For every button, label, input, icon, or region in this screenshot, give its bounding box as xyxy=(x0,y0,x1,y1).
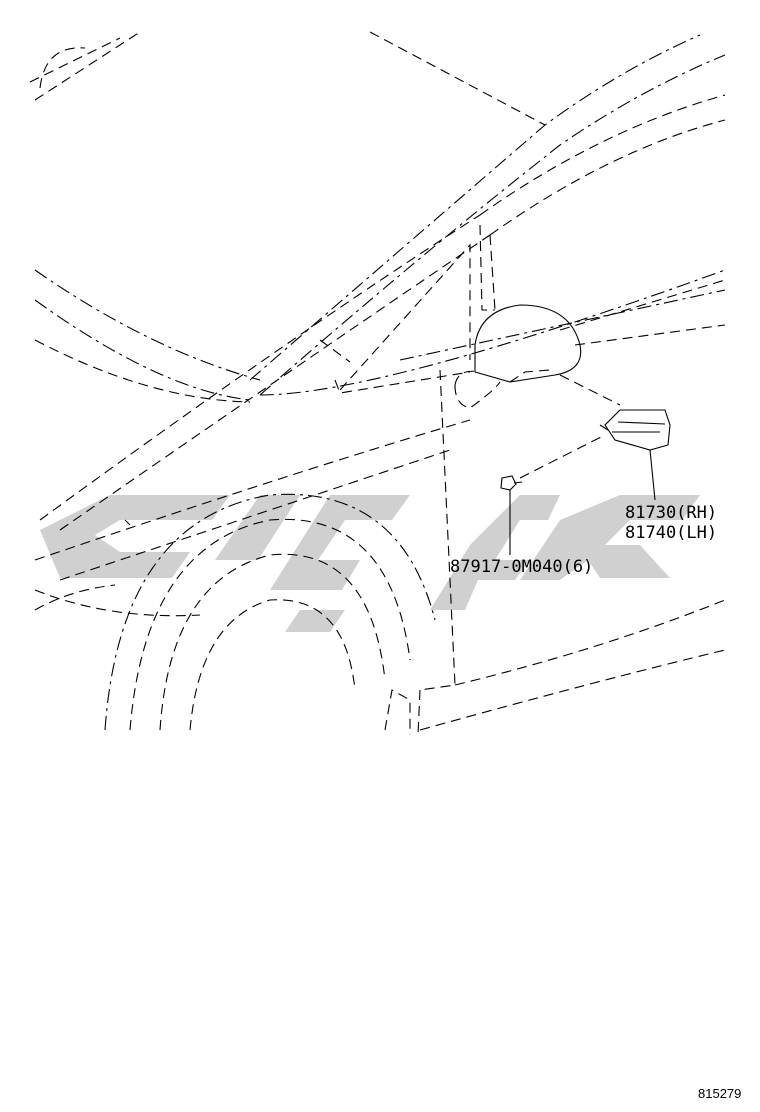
turn-signal-lamp xyxy=(599,409,671,451)
car-body-outline xyxy=(29,31,726,736)
watermark-logo xyxy=(40,495,700,632)
callout-lamp-rh: 81730(RH) xyxy=(625,503,717,523)
screw-icon xyxy=(500,475,523,491)
leader-lines xyxy=(509,374,656,555)
outside-mirror xyxy=(454,304,582,409)
callout-lamp-lh: 81740(LH) xyxy=(625,523,717,543)
callout-screw: 87917-0M040(6) xyxy=(450,557,593,577)
figure-number: 815279 xyxy=(698,1086,741,1101)
